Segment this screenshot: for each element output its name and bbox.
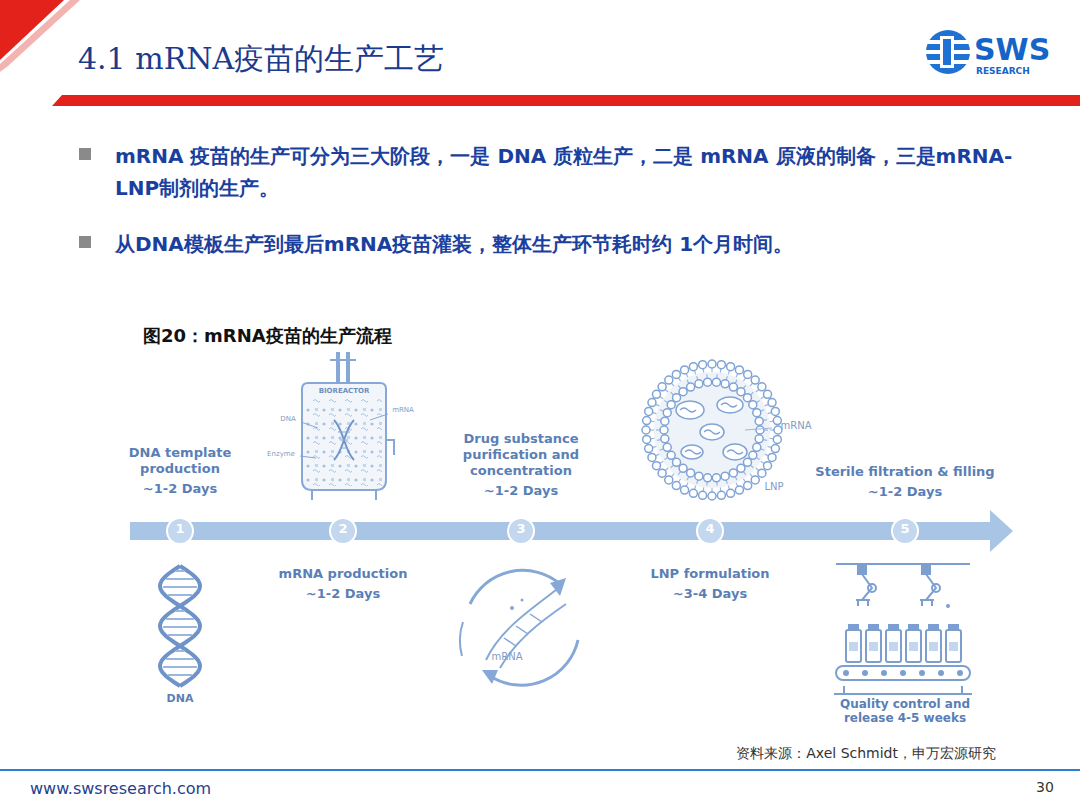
timeline-segment — [194, 522, 329, 540]
bullet-marker — [79, 148, 91, 160]
page-number: 30 — [1030, 779, 1060, 796]
bullet-text: mRNA 疫苗的生产可分为三大阶段，一是 DNA 质粒生产，二是 mRNA 原液… — [115, 140, 1050, 204]
step-number: 2 — [329, 517, 357, 545]
step-name: DNA template production — [120, 445, 240, 477]
footer-url: www.swsresearch.com — [30, 779, 290, 798]
part-label: mRNA — [776, 420, 816, 432]
step-label-block: LNP formulation ~3-4 Days — [640, 566, 780, 602]
logo-text: SWS — [974, 32, 1074, 68]
conveyor-rollers — [843, 670, 963, 676]
header-stripe — [0, 0, 80, 72]
vessel-label: BIOREACTOR — [314, 387, 374, 395]
bullet-marker — [79, 236, 91, 248]
lipid-nanoparticle — [642, 360, 782, 500]
step-name: LNP formulation — [640, 566, 780, 582]
step-circle: 4LNP formulation~3-4 Days — [696, 517, 724, 545]
step-number: 5 — [891, 517, 919, 545]
logo-icon — [926, 30, 970, 74]
part-label: DNA — [160, 692, 200, 705]
source-note: 资料来源：Axel Schmidt，申万宏源研究 — [636, 745, 996, 762]
timeline-segment — [724, 522, 891, 540]
step-duration: ~3-4 Days — [640, 586, 780, 602]
step-circle: 3Drug substance purification and concent… — [507, 517, 535, 545]
part-label: mRNA — [389, 406, 417, 414]
step-number: 1 — [166, 517, 194, 545]
step-duration: ~1-2 Days — [805, 484, 1005, 500]
step-name: mRNA production — [268, 566, 418, 582]
part-label: LNP — [759, 481, 789, 493]
part-label: mRNA — [487, 651, 527, 663]
part-label: DNA — [276, 415, 300, 423]
step-name: Drug substance purification and concentr… — [451, 431, 591, 479]
header-bar — [52, 95, 1080, 106]
timeline-segment — [357, 522, 507, 540]
header-corner — [0, 0, 64, 60]
step-label-block: mRNA production ~1-2 Days — [268, 566, 418, 602]
step-circle: 2mRNA production~1-2 Days — [329, 517, 357, 545]
step-label-block: Drug substance purification and concentr… — [451, 431, 591, 499]
bioreactor — [300, 352, 394, 500]
filling-machine — [834, 564, 972, 694]
footer-rule — [0, 769, 1080, 771]
step-duration: ~1-2 Days — [451, 483, 591, 499]
step-number: 3 — [507, 517, 535, 545]
purification-cycle — [460, 570, 578, 685]
timeline-band — [130, 510, 1013, 552]
step-label-block: DNA template production ~1-2 Days — [120, 445, 240, 497]
step-duration: ~1-2 Days — [120, 481, 240, 497]
logo-subtext: RESEARCH — [976, 66, 1056, 77]
step-number: 4 — [696, 517, 724, 545]
slide-title: 4.1 mRNA疫苗的生产工艺 — [78, 40, 444, 78]
step-circle: 5Sterile filtration & filling~1-2 Days — [891, 517, 919, 545]
step-name: Sterile filtration & filling — [805, 464, 1005, 480]
dna-helix — [160, 566, 200, 686]
step-label-block: Sterile filtration & filling ~1-2 Days — [805, 464, 1005, 500]
figure-caption: 图20：mRNA疫苗的生产流程 — [143, 325, 392, 348]
leader-line — [745, 428, 772, 430]
bullet-text: 从DNA模板生产到最后mRNA疫苗灌装，整体生产环节耗时约 1个月时间。 — [115, 228, 1050, 260]
note-label: Quality control and release 4-5 weeks — [830, 697, 980, 725]
timeline-segment — [535, 522, 696, 540]
step-duration: ~1-2 Days — [268, 586, 418, 602]
step-circle: 1DNA template production~1-2 Days — [166, 517, 194, 545]
vial-row — [846, 624, 961, 662]
part-label: Enzyme — [263, 450, 299, 458]
